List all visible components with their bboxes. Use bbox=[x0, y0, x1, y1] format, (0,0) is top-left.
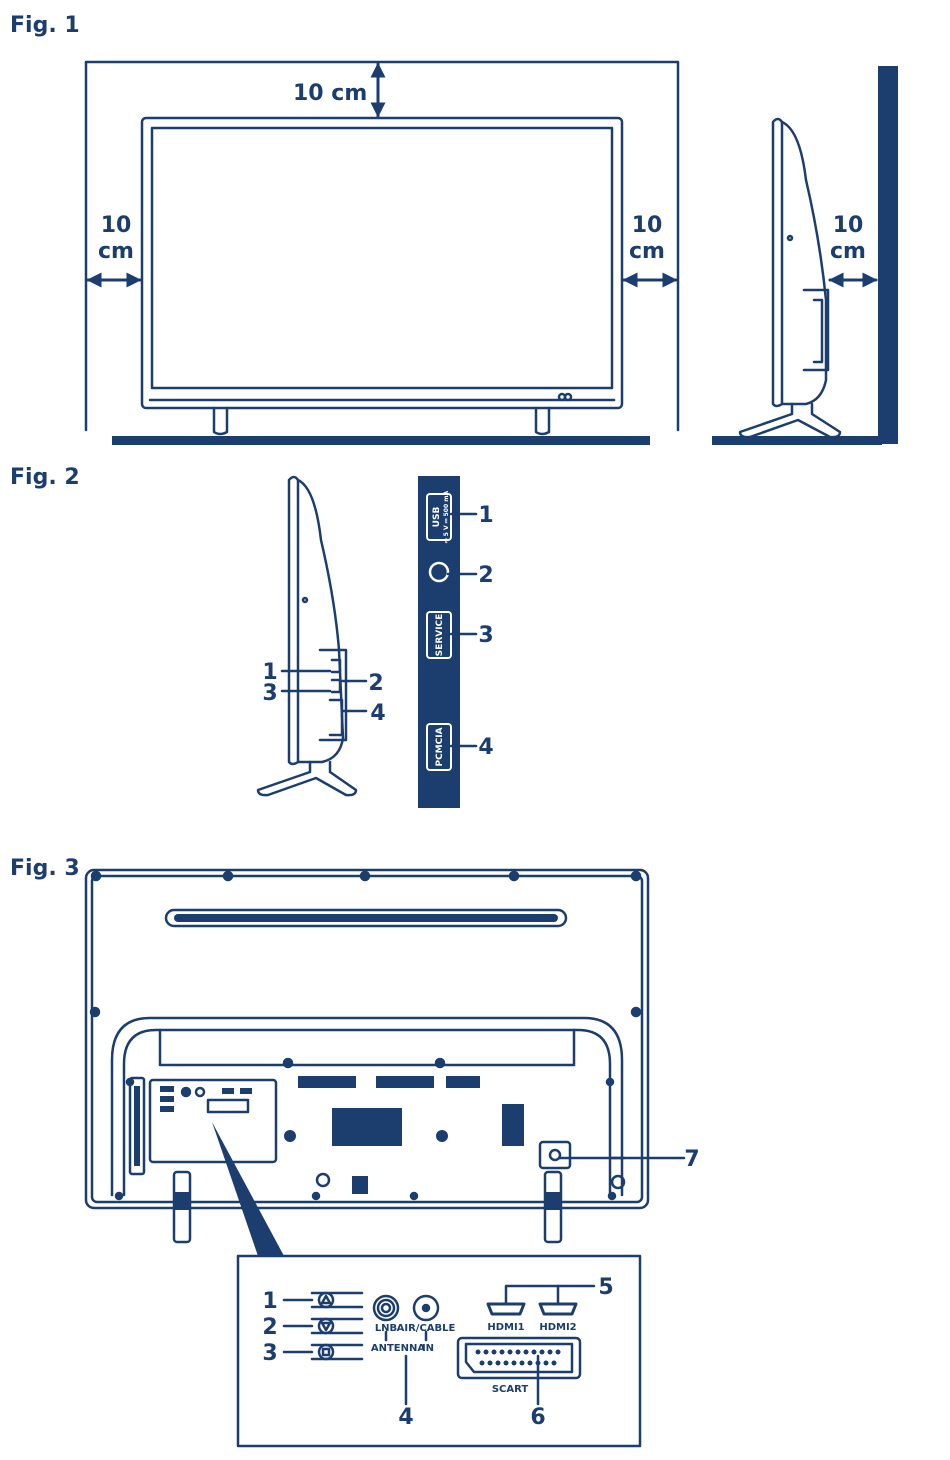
hdmi1-label: HDMI1 bbox=[487, 1322, 524, 1333]
hdmi2-label: HDMI2 bbox=[539, 1322, 576, 1333]
fig2-panel-callout-4: 4 bbox=[478, 735, 493, 760]
fig3-callout-3: 3 bbox=[262, 1341, 277, 1366]
right-clearance-value: 10 bbox=[632, 213, 663, 238]
fig2-label: Fig. 2 bbox=[10, 465, 80, 490]
fig2-panel-callout-1: 1 bbox=[478, 503, 493, 528]
fig1-side-view bbox=[712, 66, 898, 445]
fig2-side-callout-4: 4 bbox=[370, 701, 385, 726]
fig3-callout-2: 2 bbox=[262, 1315, 277, 1340]
fig3-callout-6: 6 bbox=[530, 1405, 545, 1430]
left-clearance-unit: cm bbox=[98, 239, 134, 264]
fig3-rear-view bbox=[86, 870, 684, 1256]
top-clearance-label: 10 cm bbox=[293, 81, 367, 106]
pcmcia-slot-label: PCMCIA bbox=[435, 727, 445, 766]
usb-rating-label: ⎓ 5 V ⎓ 500 mA bbox=[443, 491, 450, 544]
fig3-callout-7: 7 bbox=[684, 1147, 699, 1172]
fig2-side-callout-2: 2 bbox=[368, 671, 383, 696]
fig3-connector-detail bbox=[238, 1256, 640, 1446]
left-clearance-value: 10 bbox=[101, 213, 132, 238]
usb-port-label: USB bbox=[432, 507, 442, 528]
fig1-label: Fig. 1 bbox=[10, 13, 80, 38]
scart-pins bbox=[476, 1350, 561, 1366]
fig3-callout-4: 4 bbox=[398, 1405, 413, 1430]
fig2-side-callout-3: 3 bbox=[262, 681, 277, 706]
in-label: IN bbox=[422, 1343, 434, 1354]
fig2-panel-callout-3: 3 bbox=[478, 623, 493, 648]
air-cable-label: AIR/CABLE bbox=[397, 1323, 456, 1334]
antenna-label: ANTENNA bbox=[371, 1343, 425, 1354]
fig3-callout-1: 1 bbox=[262, 1289, 277, 1314]
fig3-label: Fig. 3 bbox=[10, 856, 80, 881]
service-port-label: SERVICE bbox=[435, 614, 445, 657]
right-clearance-unit: cm bbox=[629, 239, 665, 264]
fig2-side-view bbox=[258, 477, 366, 795]
scart-label: SCART bbox=[492, 1384, 529, 1395]
lnb-label: LNB bbox=[375, 1323, 397, 1334]
fig2-panel-callout-2: 2 bbox=[478, 563, 493, 588]
rear-clearance-unit: cm bbox=[830, 239, 866, 264]
rear-clearance-value: 10 bbox=[833, 213, 864, 238]
fig3-callout-5: 5 bbox=[598, 1275, 613, 1300]
fig1-front-view bbox=[86, 62, 678, 445]
